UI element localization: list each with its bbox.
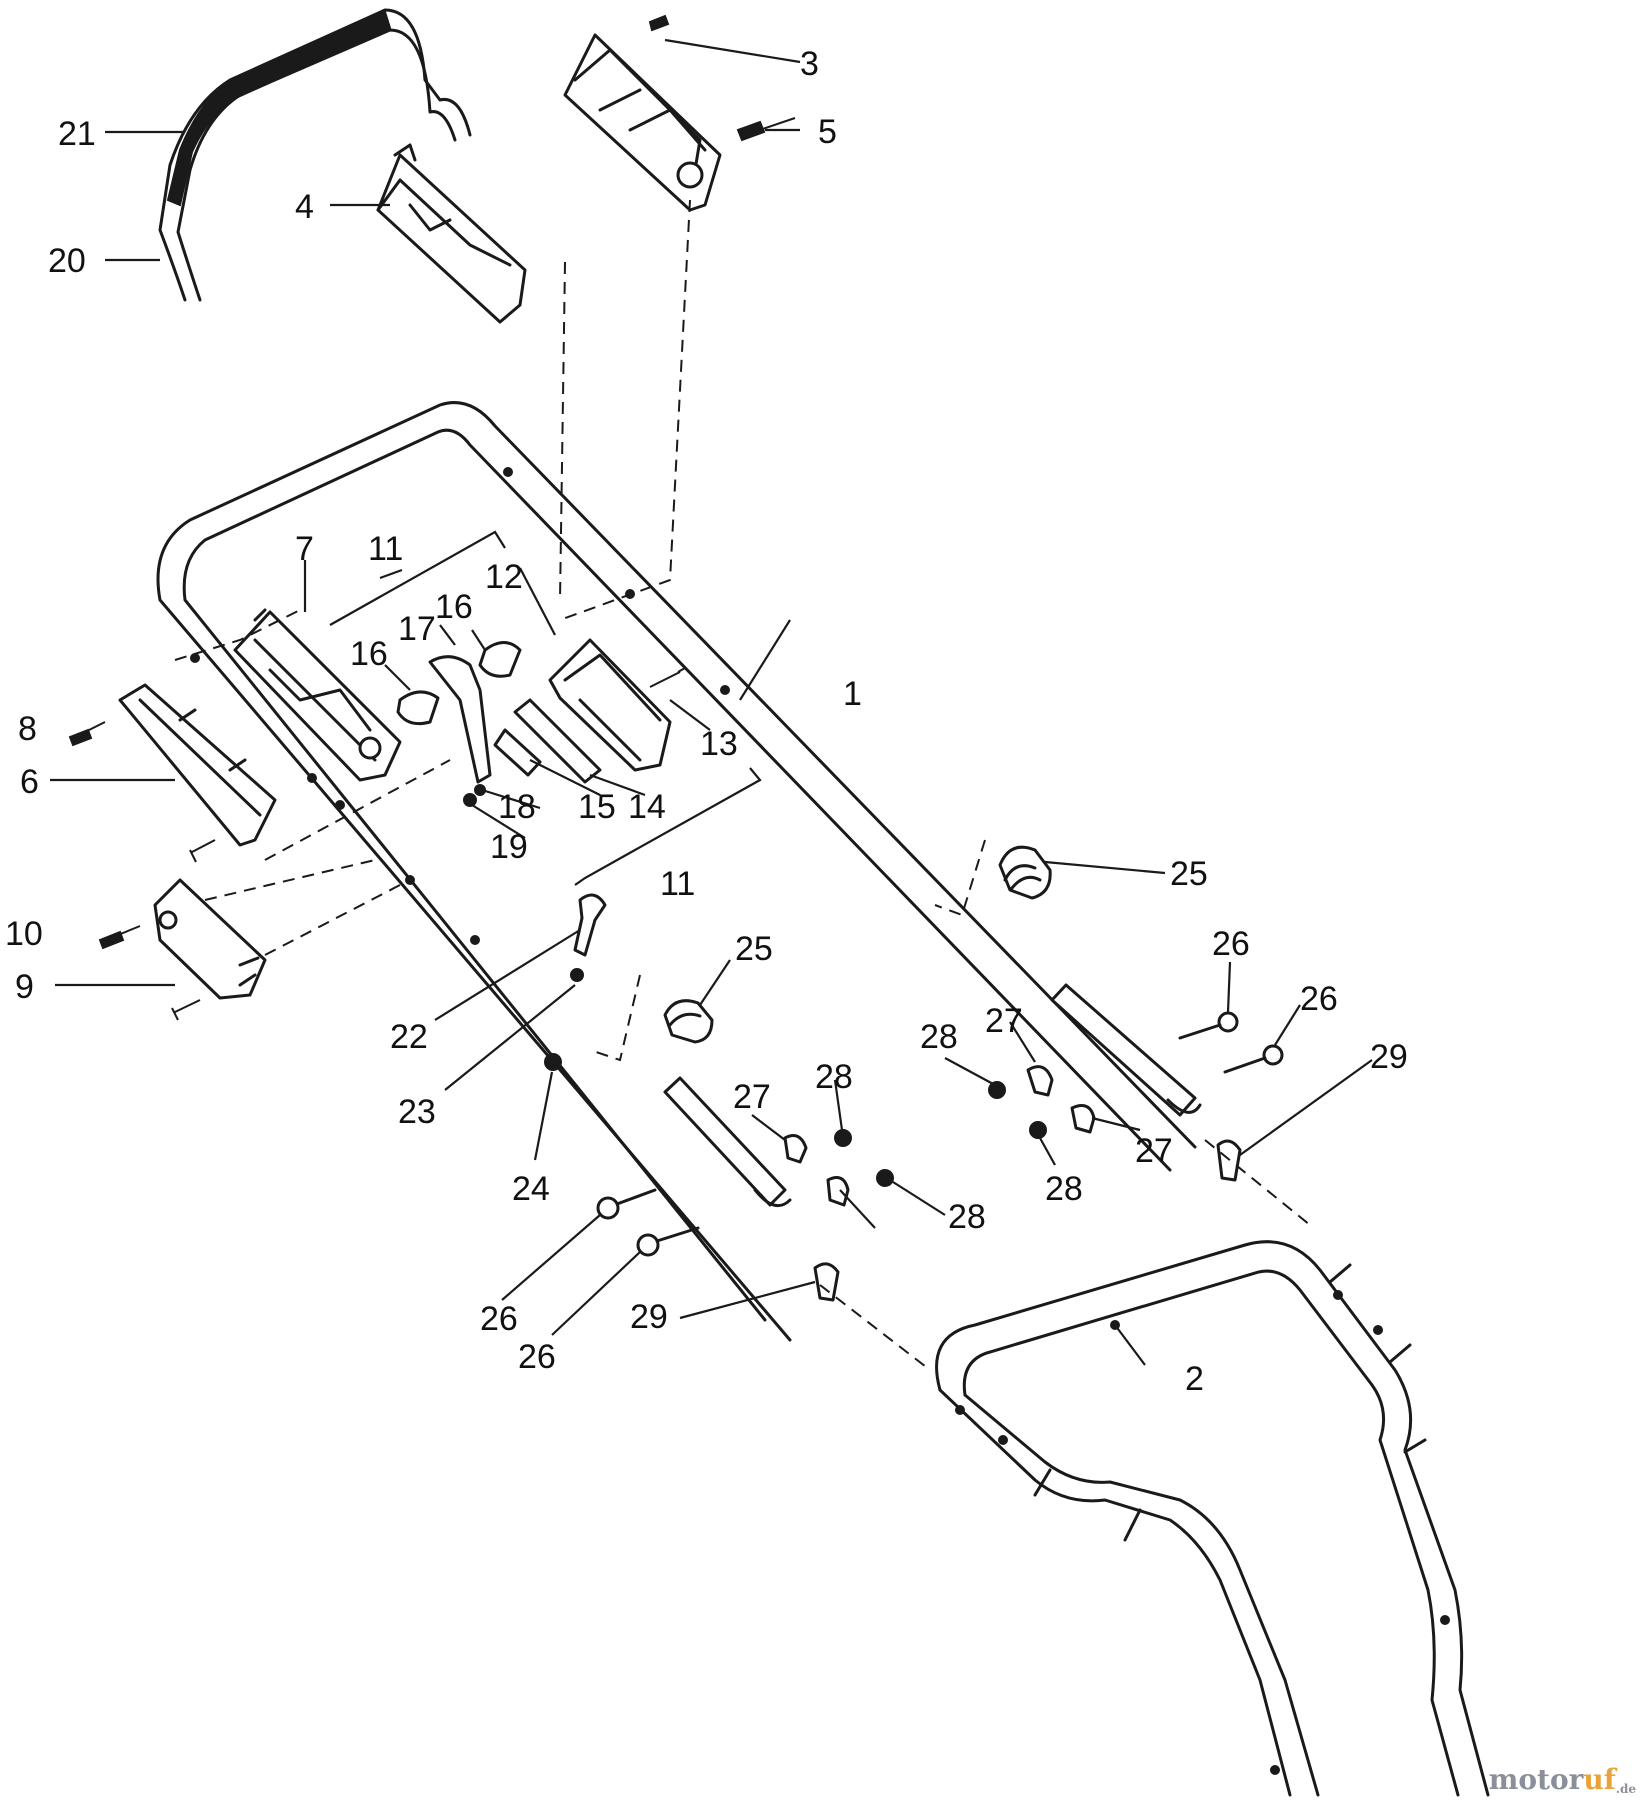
watermark-logo: motoruf.de — [1489, 1763, 1636, 1796]
part-26-bolt-4 — [636, 1226, 700, 1257]
callout-15: 15 — [578, 788, 616, 826]
part-16-knob-upper — [478, 641, 522, 678]
callout-22: 22 — [390, 1018, 428, 1056]
part-25-knob-upper — [998, 845, 1052, 900]
callout-10: 10 — [5, 915, 43, 953]
part-10-screw — [98, 925, 141, 950]
leader-lines — [50, 38, 1373, 1366]
callout-27-c: 27 — [733, 1078, 771, 1116]
callout-26-d: 26 — [518, 1338, 556, 1376]
callout-29-right: 29 — [1370, 1038, 1408, 1076]
part-5-screw — [736, 117, 796, 142]
part-26-bolt-1 — [1178, 1011, 1239, 1040]
part-8-screw — [68, 721, 106, 747]
callout-11-lower: 11 — [660, 865, 695, 903]
callout-8: 8 — [18, 710, 37, 748]
watermark-brand: motor — [1488, 1763, 1584, 1796]
part-6-screw — [189, 839, 216, 863]
part-27-cam-1 — [1026, 1065, 1054, 1097]
part-16-knob-lower — [396, 690, 440, 726]
part-13-screw — [649, 667, 686, 688]
callout-9: 9 — [15, 968, 34, 1006]
callout-16-right: 16 — [435, 588, 473, 626]
callout-3: 3 — [800, 45, 819, 83]
callout-25-left: 25 — [735, 930, 773, 968]
callout-19: 19 — [490, 828, 528, 866]
part-17-lever — [428, 655, 492, 784]
callout-27-a: 27 — [985, 1002, 1023, 1040]
callout-24: 24 — [512, 1170, 550, 1208]
part-3-control-housing — [563, 14, 722, 212]
callout-labels: 1 2 3 4 5 6 7 8 9 10 11 11 12 13 14 15 1… — [5, 45, 1408, 1398]
callout-14: 14 — [628, 788, 666, 826]
callout-28-d: 28 — [948, 1198, 986, 1236]
callout-21: 21 — [58, 115, 96, 153]
watermark-accent: uf — [1583, 1763, 1616, 1796]
callout-7: 7 — [295, 530, 314, 568]
part-28-nut-2 — [1029, 1121, 1047, 1139]
part-9-screw — [171, 999, 201, 1021]
callout-26-b: 26 — [1300, 980, 1338, 1018]
part-28-nut-4 — [876, 1169, 894, 1187]
part-15-contact — [493, 728, 542, 777]
callout-26-a: 26 — [1212, 925, 1250, 963]
callout-6: 6 — [20, 763, 39, 801]
callout-23: 23 — [398, 1093, 436, 1131]
part-26-bolt-3 — [596, 1188, 657, 1220]
part-1-upper-handle — [156, 401, 1202, 1342]
callout-11-upper: 11 — [368, 530, 403, 568]
callout-29-left: 29 — [630, 1298, 668, 1336]
callout-25-right: 25 — [1170, 855, 1208, 893]
part-12-switch-housing — [548, 638, 672, 772]
callout-2: 2 — [1185, 1360, 1204, 1398]
part-9-end-cap — [153, 878, 267, 1000]
watermark-suffix: .de — [1615, 1782, 1636, 1796]
part-26-bolt-2 — [1223, 1044, 1284, 1074]
part-24-nut — [544, 1053, 562, 1071]
callout-12: 12 — [485, 558, 523, 596]
part-20-21-bail — [158, 8, 472, 302]
part-28-nut-1 — [988, 1081, 1006, 1099]
callout-4: 4 — [295, 188, 314, 226]
part-23-nut — [570, 968, 584, 982]
part-7-left-housing — [233, 608, 402, 782]
callout-17: 17 — [398, 610, 436, 648]
callout-26-c: 26 — [480, 1300, 518, 1338]
part-4-cover — [376, 143, 527, 324]
callout-28-b: 28 — [1045, 1170, 1083, 1208]
callout-27-b: 27 — [1135, 1132, 1173, 1170]
part-22-clip — [573, 893, 607, 957]
part-28-nut-3 — [834, 1129, 852, 1147]
callout-28-a: 28 — [920, 1018, 958, 1056]
part-14-spring — [513, 698, 602, 784]
part-29-clamp-2 — [813, 1262, 840, 1302]
part-27-cam-4 — [826, 1176, 850, 1207]
part-19-nut — [463, 793, 477, 807]
part-27-cam-2 — [1070, 1104, 1096, 1134]
callout-1: 1 — [843, 675, 862, 713]
callout-5: 5 — [818, 113, 837, 151]
callout-16-left: 16 — [350, 635, 388, 673]
callout-18: 18 — [498, 788, 536, 826]
callout-13: 13 — [700, 725, 738, 763]
assembly-dash-lines — [174, 199, 1311, 1371]
part-27-cam-3 — [783, 1134, 808, 1164]
part-6-grip-plate — [118, 683, 277, 847]
callout-28-c: 28 — [815, 1058, 853, 1096]
part-2-lower-handle — [935, 1240, 1490, 1797]
callout-20: 20 — [48, 242, 86, 280]
part-25-knob-lower — [663, 999, 714, 1044]
